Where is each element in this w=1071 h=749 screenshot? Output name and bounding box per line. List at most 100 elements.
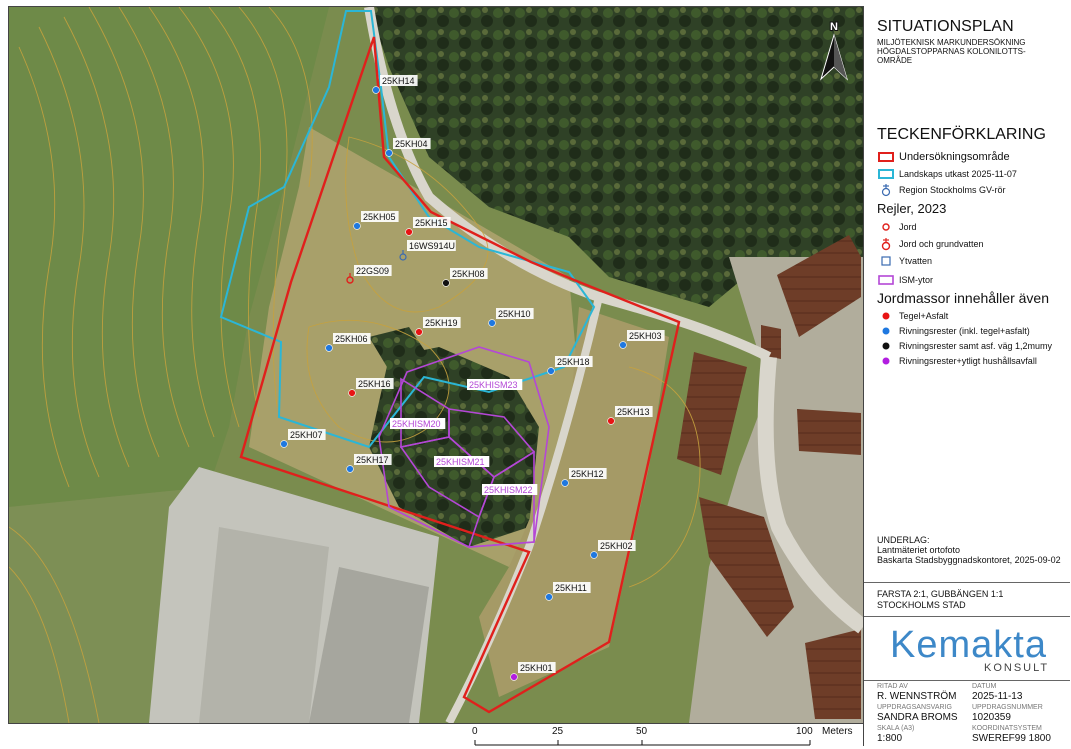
legend-label: ISM-ytor	[899, 275, 934, 285]
sample-dot	[545, 593, 553, 601]
sample-dot	[488, 319, 496, 327]
square-blue-icon	[877, 254, 895, 268]
sample-dot	[353, 222, 361, 230]
label-halo	[598, 540, 636, 551]
label-halo	[356, 378, 394, 389]
sample-point-label: 25KH10	[498, 309, 531, 319]
info-label: RITAD AV	[877, 683, 908, 690]
label-halo	[354, 454, 392, 465]
sample-point[interactable]: 25KH19	[415, 317, 461, 336]
sample-point[interactable]: 25KH10	[488, 308, 534, 327]
scale-tick-25: 25	[552, 726, 564, 737]
sample-dot	[385, 149, 393, 157]
sample-point[interactable]: 25KH12	[561, 468, 607, 487]
sample-point[interactable]: 25KH16	[348, 378, 394, 397]
sample-point[interactable]: 25KH15	[405, 217, 451, 236]
sample-point-label: 25KH14	[382, 76, 415, 86]
legend-label: Rivningsrester samt asf. väg 1,2mumy	[899, 341, 1053, 351]
sample-dot	[510, 673, 518, 681]
place-line: STOCKHOLMS STAD	[877, 600, 966, 610]
legend-row: Undersökningsområde	[877, 149, 1010, 165]
sample-point[interactable]: 25KH11	[545, 582, 591, 601]
info-label: SKALA (A3)	[877, 725, 915, 732]
ism-label: 25KHISM22	[484, 485, 533, 495]
sample-point-label: 25KH07	[290, 430, 323, 440]
sample-point-label: 25KH08	[452, 269, 485, 279]
sample-dot	[405, 228, 413, 236]
info-value: R. WENNSTRÖM	[877, 691, 957, 702]
info-value: 1:800	[877, 733, 903, 744]
label-halo	[413, 217, 451, 228]
sample-dot	[442, 279, 450, 287]
sample-dot	[372, 86, 380, 94]
sample-point-label: 25KH12	[571, 469, 604, 479]
sample-point-label: 22GS09	[356, 266, 389, 276]
sample-dot	[619, 341, 627, 349]
sample-point-label: 25KH17	[356, 455, 389, 465]
legend-row: Region Stockholms GV-rör	[877, 182, 1006, 198]
underlag-line: Baskarta Stadsbyggnadskontoret, 2025-09-…	[877, 555, 1061, 565]
ism-label-box	[467, 379, 523, 390]
legend-row: ISM-ytor	[877, 272, 933, 288]
info-label: DATUM	[972, 683, 997, 690]
ring-red-icon	[877, 220, 895, 234]
sample-point-label: 25KH01	[520, 663, 553, 673]
legend-row: Landskaps utkast 2025-11-07	[877, 166, 1017, 182]
sample-point[interactable]: 25KH13	[607, 406, 653, 425]
sample-point[interactable]: 16WS914U	[399, 240, 456, 261]
sample-point[interactable]: 25KH04	[385, 138, 431, 157]
sample-point[interactable]: 22GS09	[346, 265, 392, 284]
sample-point[interactable]: 25KH03	[619, 330, 665, 349]
north-arrow: N	[820, 20, 848, 81]
legend-label: Tegel+Asfalt	[899, 311, 949, 321]
info-value: SANDRA BROMS	[877, 712, 958, 723]
sample-point[interactable]: 25KH18	[547, 356, 593, 375]
underlag-title: UNDERLAG:	[877, 535, 930, 545]
info-value: 1020359	[972, 712, 1011, 723]
legend-label: Jord och grundvatten	[899, 239, 984, 249]
sample-point[interactable]: 25KH14	[372, 75, 418, 94]
boundary-polygon	[239, 36, 681, 714]
sample-point[interactable]: 25KH05	[353, 211, 399, 230]
map-background	[9, 7, 863, 723]
sample-point-label: 25KH03	[629, 331, 662, 341]
ism-label-box	[434, 456, 490, 467]
label-halo	[380, 75, 418, 86]
sample-point[interactable]: 25KH07	[280, 429, 326, 448]
label-halo	[450, 268, 488, 279]
sample-point-label: 25KH02	[600, 541, 633, 551]
sample-point[interactable]: 25KH17	[346, 454, 392, 473]
label-halo	[496, 308, 534, 319]
ism-label: 25KHISM20	[392, 419, 441, 429]
landskap-polygon	[219, 10, 596, 449]
underlag-line: Lantmäteriet ortofoto	[877, 545, 961, 555]
sample-dot	[348, 389, 356, 397]
sample-point[interactable]: 25KH06	[325, 333, 371, 352]
jord-title: Jordmassor innehåller även	[877, 290, 1049, 306]
sample-point[interactable]: 25KH08	[442, 268, 488, 287]
dot-icon	[877, 326, 895, 336]
legend-label: Undersökningsområde	[899, 151, 1010, 163]
info-label: UPPDRAGSNUMMER	[972, 704, 1043, 711]
ism-label-box	[390, 418, 446, 429]
ring-red-gv-icon	[877, 237, 895, 251]
sample-dot	[415, 328, 423, 336]
legend-label: Rivningsrester (inkl. tegel+asfalt)	[899, 326, 1030, 336]
map-view[interactable]: 25KH14 25KH04 25KH05 25KH15 16WS914U 22GS09 25…	[8, 6, 864, 724]
legend-panel: SITUATIONSPLAN MILJÖTEKNISK MARKUNDERSÖK…	[863, 6, 1070, 746]
label-halo	[553, 582, 591, 593]
sample-point-label: 25KH04	[395, 139, 428, 149]
gv-pipe-icon	[877, 183, 895, 197]
info-label: UPPDRAGSANSVARIG	[877, 704, 952, 711]
legend-row: Ytvatten	[877, 253, 932, 269]
scale-tick-100: 100	[796, 726, 813, 737]
label-halo	[423, 317, 461, 328]
sample-point[interactable]: 25KH02	[590, 540, 636, 559]
sample-point[interactable]: 25KH01	[510, 662, 556, 681]
sample-point-label: 25KH16	[358, 379, 391, 389]
info-value: 2025-11-13	[972, 691, 1023, 702]
legend-label: Landskaps utkast 2025-11-07	[899, 169, 1017, 179]
label-halo	[615, 406, 653, 417]
sample-point-label: 25KH19	[425, 318, 458, 328]
label-halo	[627, 330, 665, 341]
